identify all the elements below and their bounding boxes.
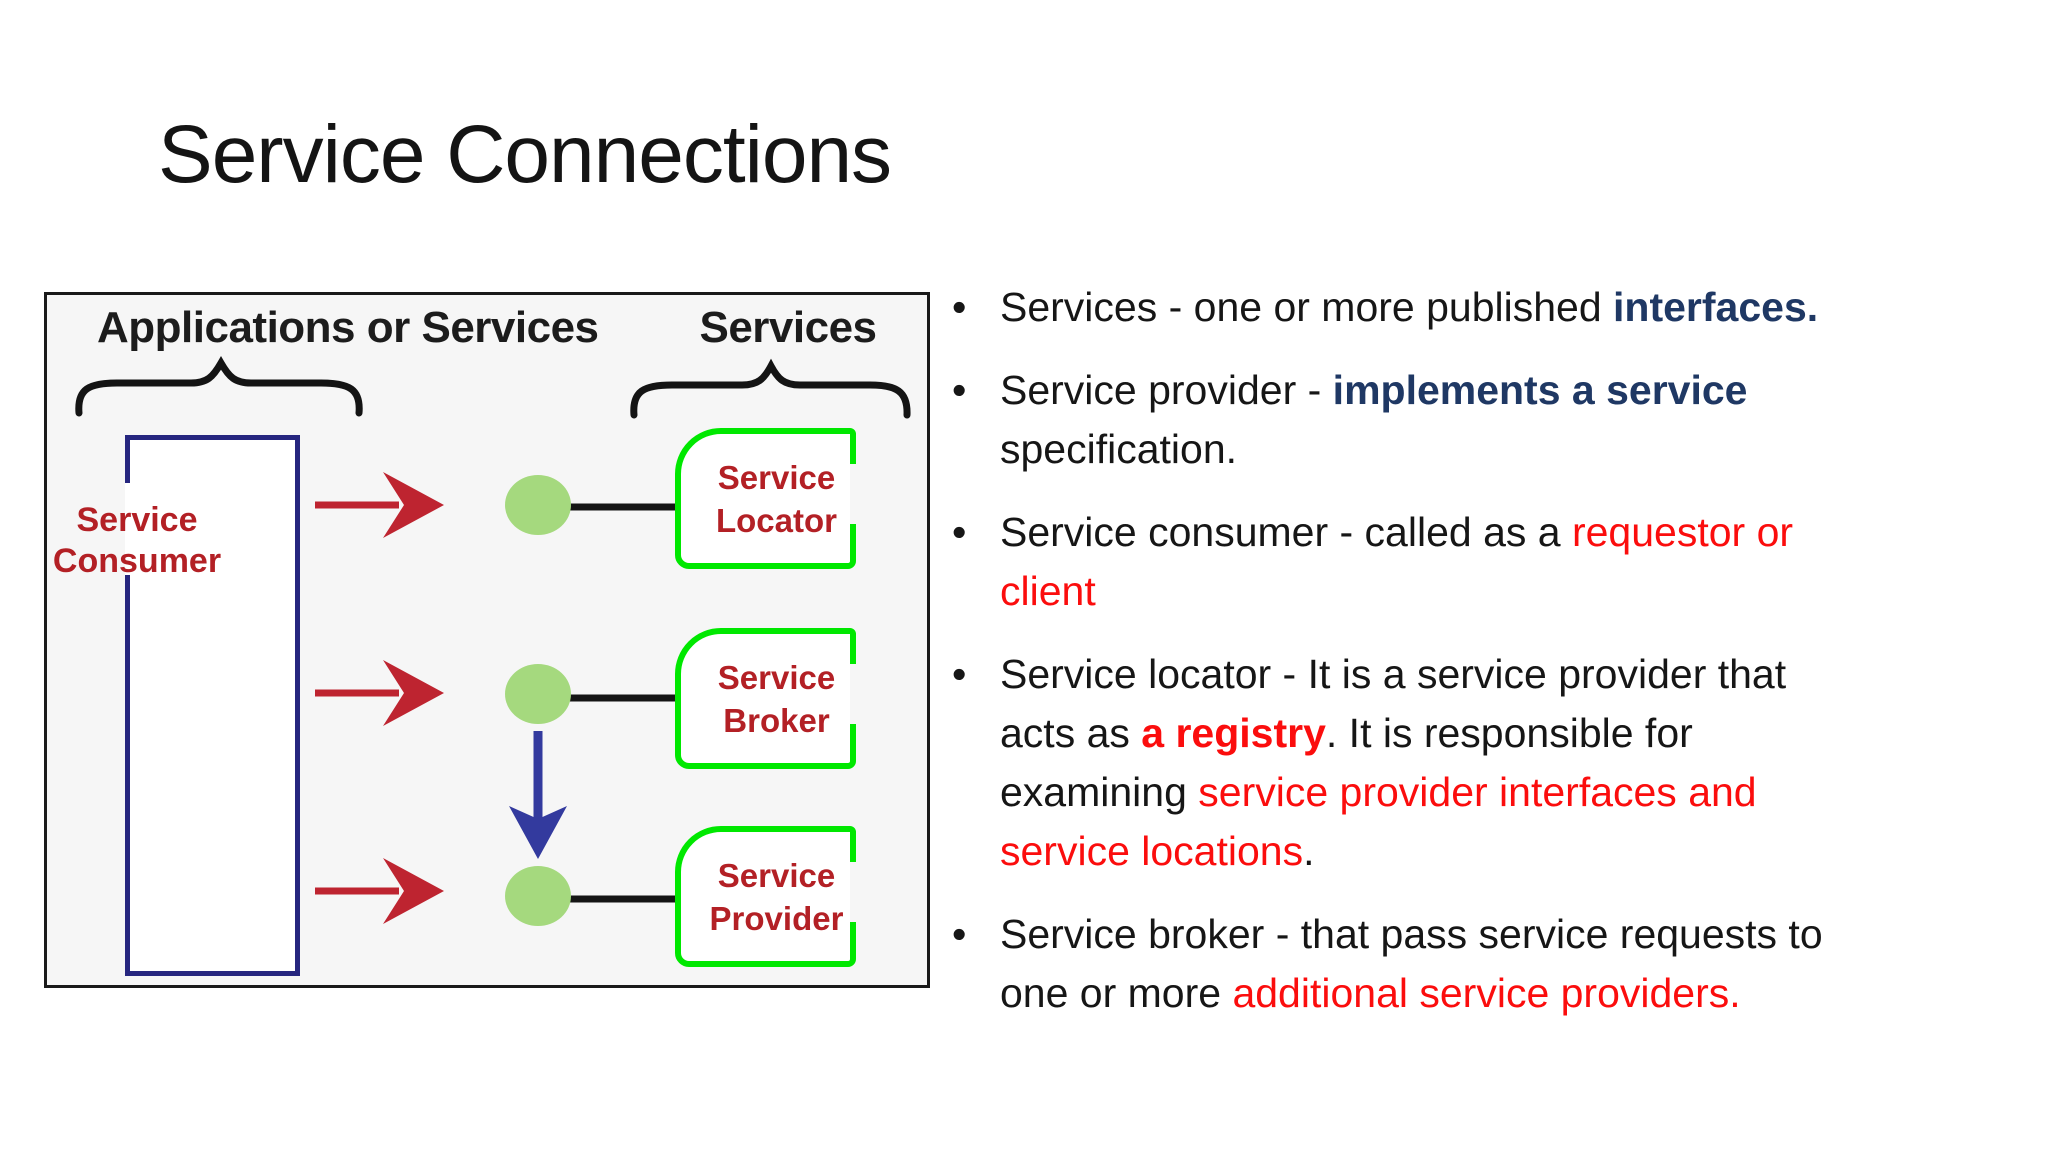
service-provider-box: Service Provider (675, 826, 856, 967)
bullet-marker: • (952, 651, 967, 697)
service-consumer-line1: Service (76, 501, 198, 539)
consumer-box-border-segment (125, 435, 130, 483)
service-broker-label: Service Broker (681, 634, 850, 763)
red-arrow (315, 660, 444, 726)
right-brace (630, 358, 911, 419)
text-segment: a registry (1141, 710, 1326, 756)
text-segment: acts as (1000, 710, 1142, 756)
box-label-line: Locator (715, 501, 837, 539)
text-segment: one or more (1000, 970, 1233, 1016)
text-segment: Services - one or more published (1000, 284, 1614, 330)
green-endpoint-circle (505, 664, 571, 724)
list-item: • Service broker - that pass service requ… (952, 905, 2044, 1023)
text-segment: service provider interfaces and (1198, 769, 1757, 815)
service-locator-label: Service Locator (681, 434, 850, 563)
text-segment: implements a service (1332, 367, 1748, 413)
bullet-marker: • (952, 284, 967, 330)
service-consumer-label: Service Consumer (51, 500, 223, 582)
box-label-line: Service (717, 658, 836, 696)
green-endpoint-circle (505, 475, 571, 535)
box-label-line: Service (717, 458, 836, 496)
box-label-line: Provider (709, 899, 844, 937)
page-title: Service Connections (158, 109, 892, 200)
service-consumer-box (125, 435, 300, 976)
list-item: • Service locator - It is a service provi… (952, 645, 2044, 881)
list-item: • Service consumer - called as a requesto… (952, 503, 2044, 621)
list-item: • Services - one or more published interf… (952, 278, 2044, 337)
service-consumer-line2: Consumer (52, 542, 222, 580)
red-arrow (315, 472, 444, 538)
bullet-marker: • (952, 367, 967, 413)
bullet-marker: • (952, 911, 967, 957)
green-endpoint-circle (505, 866, 571, 926)
text-segment: Service broker - that pass service reque… (1000, 911, 1823, 957)
text-segment: Service consumer - called as a (1000, 509, 1572, 555)
left-brace (75, 355, 363, 417)
box-border-gap (850, 464, 856, 524)
text-segment: Service provider - (1000, 367, 1333, 413)
box-label-line: Broker (723, 701, 830, 739)
diagram-shapes (75, 355, 911, 926)
bullet-text: Services - one or more published interfa… (1000, 278, 1818, 337)
consumer-box-border-segment (125, 575, 130, 976)
bullet-list: • Services - one or more published interf… (952, 278, 2044, 1047)
list-item: • Service provider - implements a service… (952, 361, 2044, 479)
text-segment: interfaces. (1613, 284, 1819, 330)
service-locator-box: Service Locator (675, 428, 856, 569)
text-segment: additional service providers. (1232, 970, 1741, 1016)
bullet-text: Service locator - It is a service provid… (1000, 645, 1786, 881)
text-segment: client (1000, 568, 1096, 614)
text-segment: . (1303, 828, 1315, 874)
box-label-line: Service (717, 856, 836, 894)
text-segment: examining (1000, 769, 1199, 815)
bullet-text: Service broker - that pass service reque… (1000, 905, 1823, 1023)
text-segment: service locations (1000, 828, 1304, 874)
services-label: Services (699, 303, 877, 352)
red-arrow (315, 858, 444, 924)
text-segment: . It is responsible for (1325, 710, 1693, 756)
service-connections-diagram: Applications or Services Services (44, 292, 930, 988)
service-broker-box: Service Broker (675, 628, 856, 769)
bullet-text: Service consumer - called as a requestor… (1000, 503, 1793, 621)
bullet-text: Service provider - implements a service s… (1000, 361, 1747, 479)
service-provider-label: Service Provider (681, 832, 850, 961)
box-border-gap (850, 862, 856, 922)
blue-down-arrow (509, 731, 567, 859)
text-segment: Service locator - It is a service provid… (1000, 651, 1787, 697)
bullet-marker: • (952, 509, 967, 555)
text-segment: requestor or (1571, 509, 1794, 555)
box-border-gap (850, 664, 856, 724)
text-segment: specification. (1000, 426, 1238, 472)
